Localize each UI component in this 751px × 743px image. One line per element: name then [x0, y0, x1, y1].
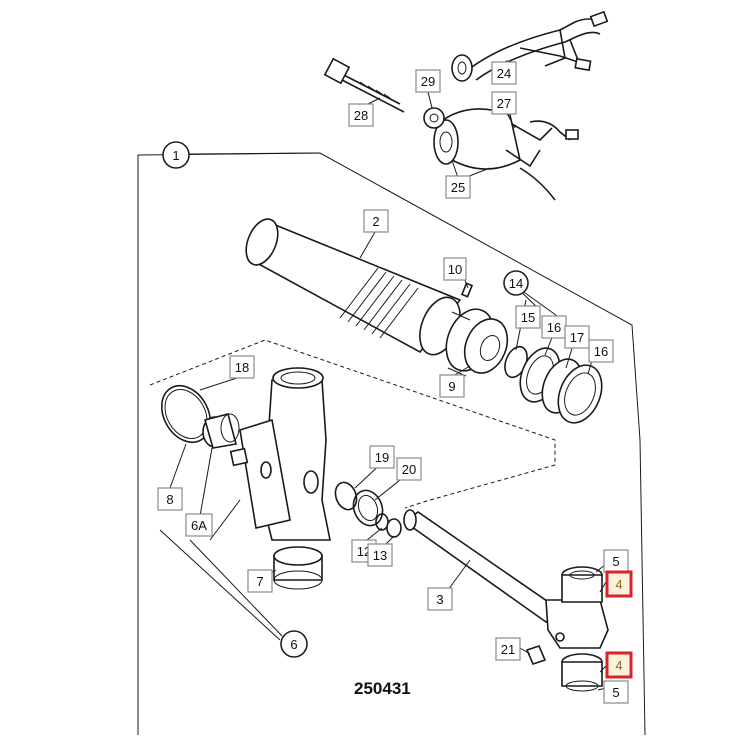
callout-17: 17: [564, 325, 590, 349]
callout-text: 2: [372, 214, 379, 229]
circled-text: 14: [509, 276, 523, 291]
callout-text: 5: [612, 554, 619, 569]
callout-16: 16: [541, 315, 567, 339]
piston-head-drawing: [445, 282, 603, 424]
callout-text: 20: [402, 462, 416, 477]
callout-27: 27: [491, 91, 517, 115]
circled-label-14: 14: [503, 270, 529, 296]
callout-text: 18: [235, 360, 249, 375]
callout-text: 17: [570, 330, 584, 345]
callout-text: 29: [421, 74, 435, 89]
callout-3: 3: [427, 587, 453, 611]
callout-13: 13: [367, 543, 393, 567]
callout-text: 8: [166, 492, 173, 507]
callout-25: 25: [445, 175, 471, 199]
callout-24: 24: [491, 61, 517, 85]
circled-assembly-labels: 1 14 6: [162, 141, 529, 658]
callout-text: 19: [375, 450, 389, 465]
callout-20: 20: [396, 457, 422, 481]
callout-text: 16: [594, 344, 608, 359]
callout-text: 21: [501, 642, 515, 657]
callout-4-highlighted: 4: [605, 651, 633, 679]
callout-text: 24: [497, 66, 511, 81]
callout-4-highlighted: 4: [605, 570, 633, 598]
callout-text: 4: [615, 658, 622, 673]
figure-number: 250431: [354, 679, 411, 698]
callout-text: 25: [451, 180, 465, 195]
callout-text: 3: [436, 592, 443, 607]
callout-16: 16: [588, 339, 614, 363]
circled-label-1: 1: [162, 141, 190, 169]
callout-text: 5: [612, 685, 619, 700]
callout-9: 9: [439, 374, 465, 398]
pipe-assembly-drawing: [323, 10, 609, 201]
callout-text: 28: [354, 108, 368, 123]
gland-housing-drawing: [160, 367, 402, 590]
callout-text: 16: [547, 320, 561, 335]
cylinder-tube-drawing: [245, 218, 462, 356]
callout-10: 10: [443, 257, 467, 281]
piston-rod-drawing: [403, 509, 609, 692]
callout-text: 6A: [191, 518, 207, 533]
callout-15: 15: [515, 305, 541, 329]
callout-18: 18: [229, 355, 255, 379]
callout-28: 28: [348, 103, 374, 127]
callout-text: 15: [521, 310, 535, 325]
callout-2: 2: [363, 209, 389, 233]
callout-7: 7: [247, 569, 273, 593]
circled-text: 1: [172, 148, 179, 163]
callout-5: 5: [603, 680, 629, 704]
callout-8: 8: [157, 487, 183, 511]
callout-19: 19: [369, 445, 395, 469]
callout-text: 13: [373, 548, 387, 563]
callout-5: 5: [603, 549, 629, 573]
callout-text: 9: [448, 379, 455, 394]
callout-text: 7: [256, 574, 263, 589]
callout-text: 4: [615, 577, 622, 592]
circled-label-6: 6: [280, 630, 308, 658]
callout-21: 21: [495, 637, 521, 661]
callout-6A: 6A: [185, 513, 213, 537]
callout-text: 10: [448, 262, 462, 277]
circled-text: 6: [290, 637, 297, 652]
callout-29: 29: [415, 69, 441, 93]
callout-text: 27: [497, 96, 511, 111]
